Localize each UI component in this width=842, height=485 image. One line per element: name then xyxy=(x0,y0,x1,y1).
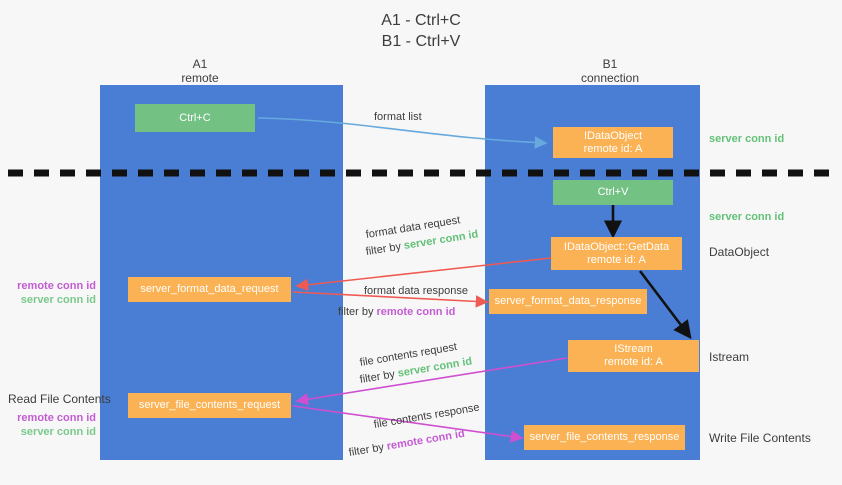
node-ctrl-c[interactable]: Ctrl+C xyxy=(135,104,255,132)
node-ctrl-v[interactable]: Ctrl+V xyxy=(553,180,673,205)
lane-header-a1-role: remote xyxy=(181,71,219,85)
lane-header-b1: B1 connection xyxy=(510,57,710,85)
edge-label-format-data-response: format data response xyxy=(364,285,468,297)
lane-header-b1-name: B1 xyxy=(602,57,618,71)
edge-filter-key-remote-conn-id: remote conn id xyxy=(385,427,466,453)
node-istream-label: IStream xyxy=(614,343,653,355)
node-idataobject-label: IDataObject xyxy=(583,129,643,142)
node-server-format-data-request[interactable]: server_format_data_request xyxy=(128,277,291,302)
edge-filter-file-contents-response: filter by remote conn id xyxy=(348,427,466,460)
node-server-format-data-response-label: server_format_data_response xyxy=(494,295,642,307)
lane-header-a1: A1 remote xyxy=(120,57,280,85)
edge-filter-prefix: filter by xyxy=(338,306,377,318)
node-server-file-contents-request-label: server_file_contents_request xyxy=(138,399,281,411)
node-getdata[interactable]: IDataObject::GetData remote id: A xyxy=(551,237,682,270)
node-server-file-contents-response[interactable]: server_file_contents_response xyxy=(524,425,685,450)
edge-label-format-list: format list xyxy=(374,111,422,123)
side-label-istream: Istream xyxy=(709,350,750,364)
title-line-1: A1 - Ctrl+C xyxy=(381,12,461,29)
edge-filter-format-data-response: filter by remote conn id xyxy=(338,305,455,319)
edge-label-file-contents-response: file contents response xyxy=(372,401,481,432)
node-getdata-remote-id: remote id: A xyxy=(587,253,646,266)
node-ctrl-c-label: Ctrl+C xyxy=(179,111,211,124)
node-istream-remote-id: remote id: A xyxy=(604,356,663,368)
side-label-write-file-contents: Write File Contents xyxy=(709,431,811,445)
edge-filter-key-remote-conn-id: remote conn id xyxy=(376,306,456,318)
node-getdata-label: IDataObject::GetData xyxy=(563,240,670,253)
node-idataobject[interactable]: IDataObject remote id: A xyxy=(553,127,673,158)
node-istream[interactable]: IStream remote id: A xyxy=(568,340,699,372)
edge-filter-prefix: filter by xyxy=(347,440,388,460)
node-server-file-contents-request[interactable]: server_file_contents_request xyxy=(128,393,291,418)
lane-header-a1-name: A1 xyxy=(192,57,208,71)
node-idataobject-remote-id: remote id: A xyxy=(583,142,643,155)
legend-low: remote conn id server conn id xyxy=(0,411,96,439)
legend-low-server-conn-id: server conn id xyxy=(20,426,96,438)
legend-mid-remote-conn-id: remote conn id xyxy=(17,280,96,292)
title-line-2: B1 - Ctrl+V xyxy=(381,33,461,50)
node-server-format-data-response[interactable]: server_format_data_response xyxy=(489,289,647,314)
lane-header-b1-role: connection xyxy=(580,71,640,85)
legend-low-remote-conn-id: remote conn id xyxy=(17,412,96,424)
legend-mid-server-conn-id: server conn id xyxy=(20,294,96,306)
node-ctrl-v-label: Ctrl+V xyxy=(597,186,629,198)
edge-filter-prefix: filter by xyxy=(358,367,399,387)
side-label-server-conn-id-mid: server conn id xyxy=(709,211,785,223)
node-server-file-contents-response-label: server_file_contents_response xyxy=(529,431,680,443)
side-label-read-file-contents: Read File Contents xyxy=(8,392,111,406)
legend-mid: remote conn id server conn id xyxy=(0,279,96,307)
side-label-server-conn-id-top: server conn id xyxy=(709,133,785,145)
side-label-dataobject: DataObject xyxy=(709,245,770,259)
node-server-format-data-request-label: server_format_data_request xyxy=(140,283,279,295)
diagram-title: A1 - Ctrl+C B1 - Ctrl+V xyxy=(0,10,842,52)
edge-filter-prefix: filter by xyxy=(364,240,405,259)
